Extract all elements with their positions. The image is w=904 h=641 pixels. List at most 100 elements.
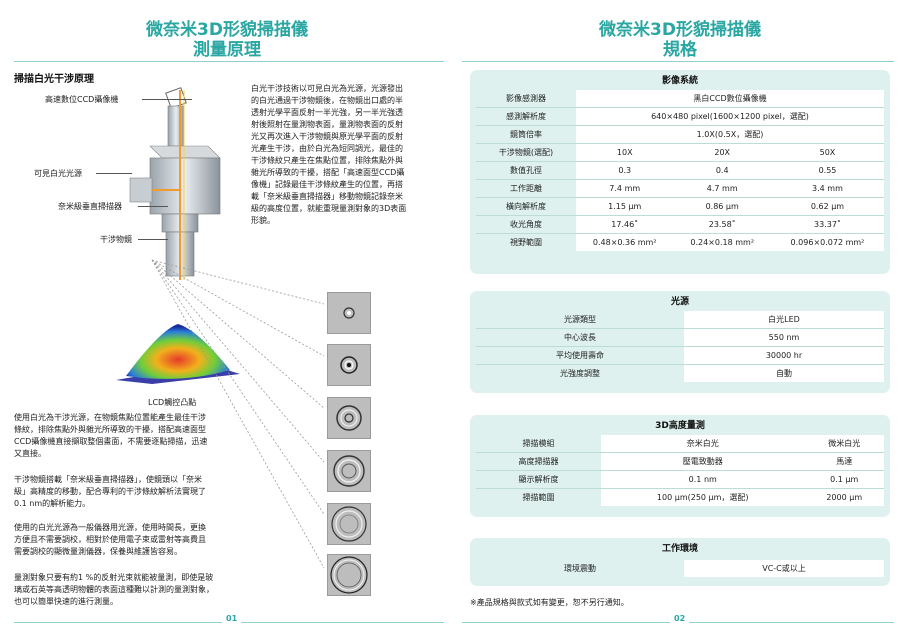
row-value: 0.24×0.18 mm² xyxy=(690,238,755,247)
callout-scanner-leader xyxy=(138,206,168,207)
surface-3d-render xyxy=(116,324,240,384)
row-value: 微米白光 xyxy=(804,435,884,453)
row-label: 光源類型 xyxy=(476,311,684,329)
body-paragraph-1: 使用白光為干涉光源，在物鏡焦點位置能產生最佳干涉 條紋，排除焦點外與雜光所導致的… xyxy=(14,412,254,460)
left-title-line1: 微奈米3D形貌掃描儀 xyxy=(146,20,308,40)
row-value: 10X xyxy=(576,143,674,162)
table-row: 掃描模組奈米白光微米白光 xyxy=(476,435,884,453)
row-value: 馬達 xyxy=(804,452,884,471)
left-title-rule xyxy=(14,61,444,62)
row-value: 黑白CCD數位攝像機 xyxy=(576,90,884,108)
row-value: 30000 hr xyxy=(684,346,884,365)
height-heading: 3D高度量測 xyxy=(655,421,705,431)
right-title-line1: 微奈米3D形貌掃描儀 xyxy=(599,20,761,40)
intro-line: 的白光通過干涉物鏡後，在物鏡出口處的半 xyxy=(251,96,403,105)
row-value: 1.15 μm xyxy=(576,197,674,216)
environment-heading: 工作環境 xyxy=(661,544,698,554)
body-line: CCD攝像機直接擷取整個畫面，不需要逐點掃描，迅速 xyxy=(14,437,208,446)
body-line: 璃或石英等高透明物體的表面這種難以計測的量測對象， xyxy=(14,585,214,594)
body-line: 使用的白光光源為一般儀器用光源，使用時間長，更換 xyxy=(14,523,206,532)
row-value: 33.37˚ xyxy=(770,215,884,234)
row-label: 掃描範圍 xyxy=(476,488,601,506)
table-row: 光源類型白光LED xyxy=(476,311,884,329)
callout-light-leader xyxy=(96,173,132,174)
intro-line: 干涉條紋只產生在焦點位置，排除焦點外與 xyxy=(251,156,403,165)
row-label: 感測解析度 xyxy=(476,107,576,126)
row-value: 0.3 xyxy=(576,161,674,180)
intro-line: 載「奈米級垂直掃描器」移動物鏡記錄奈米 xyxy=(251,192,403,201)
row-value: 20X xyxy=(673,143,771,162)
row-value: 17.46˚ xyxy=(576,215,674,234)
row-label: 掃描模組 xyxy=(476,435,601,453)
row-label: 收光角度 xyxy=(476,215,576,234)
body-paragraph-4: 量測對象只要有約1 %的反射光束就能被量測，即使是玻 璃或石英等高透明物體的表面… xyxy=(14,572,254,608)
fringe-image-5 xyxy=(327,503,371,545)
callout-ccd: 高速數位CCD攝像機 xyxy=(45,95,119,104)
row-value: 23.58˚ xyxy=(673,215,771,234)
table-row: 光強度調整自動 xyxy=(476,364,884,382)
row-value: 7.4 mm xyxy=(576,179,674,198)
right-title-line2: 規格 xyxy=(663,40,697,60)
callout-objective-leader xyxy=(138,239,168,240)
row-value: 0.86 μm xyxy=(673,197,771,216)
row-label: 數值孔徑 xyxy=(476,161,576,180)
callout-scanner: 奈米級垂直掃描器 xyxy=(58,202,122,211)
page-number-right: 02 xyxy=(670,614,690,623)
row-value: 0.62 μm xyxy=(770,197,884,216)
intro-line: 形貌。 xyxy=(251,216,275,225)
row-label: 干涉物鏡(選配) xyxy=(476,143,576,162)
intro-line: 射後照射在量測物表面，量測物表面的反射 xyxy=(251,120,403,129)
body-line: 條紋，排除焦點外與雜光所導致的干擾，搭配高速面型 xyxy=(14,425,206,434)
row-label: 工作距離 xyxy=(476,179,576,198)
row-value: 1.0X(0.5X，選配) xyxy=(576,125,884,144)
section-label: 掃描白光干涉原理 xyxy=(14,74,94,85)
callout-light: 可見白光光源 xyxy=(34,169,82,178)
row-value: 50X xyxy=(770,143,884,162)
row-label: 平均使用壽命 xyxy=(476,346,684,365)
body-line: 級」高精度的移動，配合專利的干涉條紋解析法實現了 xyxy=(14,487,206,496)
intro-line: 光產生干涉，由於白光為短同調光，最佳的 xyxy=(251,144,403,153)
imaging-heading: 影像系統 xyxy=(661,76,698,86)
callout-led: LCD觸控凸點 xyxy=(148,398,197,407)
intro-paragraph: 白光干涉技術以可見白光為光源，光源發出 的白光通過干涉物鏡後，在物鏡出口處的半 … xyxy=(251,83,446,227)
body-line: 也可以簡單快速的進行測量。 xyxy=(14,597,118,606)
callout-objective: 干涉物鏡 xyxy=(100,235,132,244)
page-number-left: 01 xyxy=(222,614,242,623)
interferometer-illustration xyxy=(129,87,221,280)
body-line: 方便且不需要調校，相對於使用電子束或雷射等高費且 xyxy=(14,535,206,544)
row-value: 0.55 xyxy=(770,161,884,180)
row-label: 影像感測器 xyxy=(476,90,576,108)
row-value: 0.096×0.072 mm² xyxy=(790,238,865,247)
row-value: 100 μm(250 μm，選配) xyxy=(656,493,749,502)
row-value: 2000 μm xyxy=(826,493,863,502)
footnote: ※產品規格與款式如有變更，恕不另行通知。 xyxy=(470,598,629,607)
row-value: VC-C或以上 xyxy=(762,564,806,573)
table-row: 掃描範圍 100 μm(250 μm，選配) 2000 μm xyxy=(476,488,884,506)
fringe-image-4 xyxy=(327,450,371,492)
table-row: 影像感測器黑白CCD數位攝像機 xyxy=(476,90,884,108)
row-value: 白光LED xyxy=(684,311,884,329)
connector-lines xyxy=(151,259,325,569)
row-label: 鏡筒倍率 xyxy=(476,125,576,144)
body-line: 使用白光為干涉光源，在物鏡焦點位置能產生最佳干涉 xyxy=(14,413,206,422)
intro-line: 透射光學平面反射一半光強，另一半光強透 xyxy=(251,108,403,117)
intro-line: 白光干涉技術以可見白光為光源，光源發出 xyxy=(251,84,403,93)
intro-line: 光又再次進入干涉物鏡與原光學平面的反射 xyxy=(251,132,403,141)
body-paragraph-3: 使用的白光光源為一般儀器用光源，使用時間長，更換 方便且不需要調校，相對於使用電… xyxy=(14,522,254,558)
row-value: 壓電致動器 xyxy=(601,452,805,471)
